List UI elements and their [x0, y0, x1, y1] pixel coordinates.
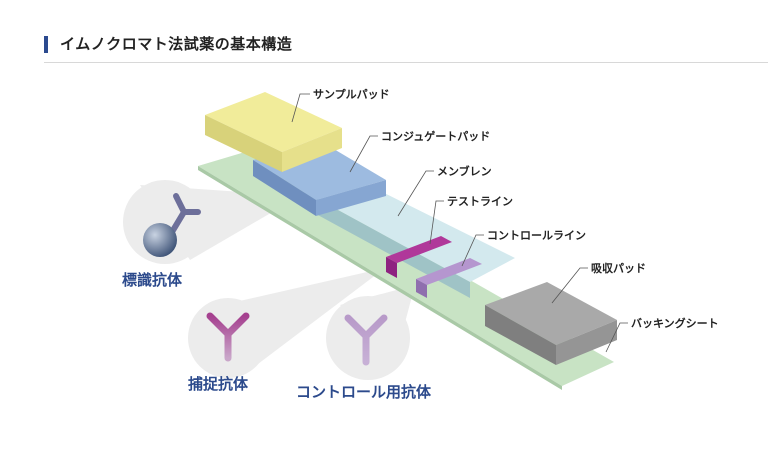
- label-backing-sheet: バッキングシート: [631, 316, 719, 330]
- sample-pad: [205, 92, 342, 172]
- leader-membrane: [397, 170, 434, 217]
- leader-absorbent-pad: [551, 267, 588, 304]
- label-control-line: コントロールライン: [487, 229, 586, 242]
- capture-antibody-icon: [206, 312, 250, 362]
- test-line: [386, 236, 452, 278]
- leader-test-line: [429, 200, 444, 245]
- absorbent-pad: [485, 282, 617, 365]
- label-sample-pad: サンプルパッド: [313, 87, 390, 101]
- label-test-line: テストライン: [447, 195, 513, 208]
- label-absorbent-pad: 吸収パッド: [591, 262, 646, 275]
- labeled-antibody-icon: [143, 193, 201, 257]
- leader-backing-sheet: [605, 322, 628, 353]
- label-capture-antibody: 捕捉抗体: [188, 375, 249, 393]
- control-line: [416, 258, 482, 298]
- label-membrane: メンブレン: [437, 164, 492, 178]
- title-accent-bar: [44, 36, 48, 53]
- leader-control-line: [461, 234, 484, 267]
- label-control-antibody: コントロール用抗体: [296, 383, 432, 401]
- page-title: イムノクロマト法試薬の基本構造: [60, 35, 293, 53]
- label-labeled-antibody: 標識抗体: [122, 271, 183, 289]
- leader-sample-pad: [291, 93, 310, 123]
- label-conjugate-pad: コンジュゲートパッド: [381, 129, 490, 143]
- leader-conjugate-pad: [349, 135, 378, 173]
- title-divider: [44, 62, 768, 63]
- control-antibody-icon: [344, 314, 388, 366]
